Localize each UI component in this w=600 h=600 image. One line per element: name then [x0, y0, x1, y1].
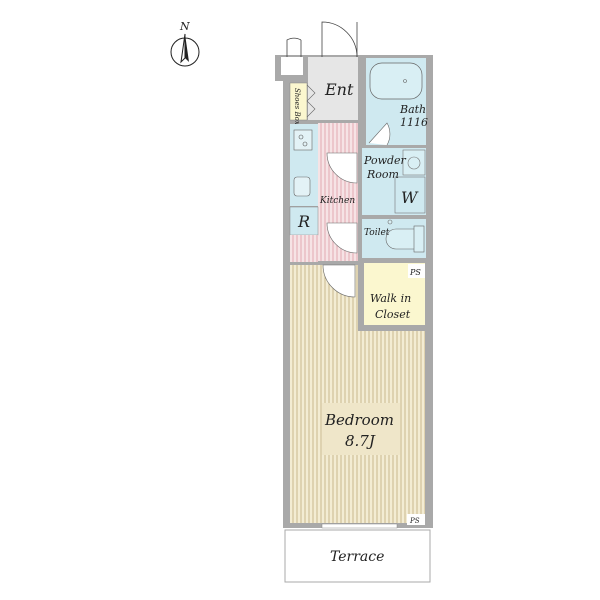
bedroom-door[interactable] [322, 264, 356, 298]
kitchen-label: Kitchen [319, 196, 355, 206]
shoes-box-label: Shoes Box [293, 88, 301, 125]
sink-icon [402, 149, 426, 176]
terrace [284, 529, 431, 583]
toilet-door[interactable] [326, 222, 358, 254]
closet-label-1: Walk in [370, 292, 411, 305]
bedroom-label: Bedroom [324, 411, 394, 429]
refrigerator-label: R [297, 212, 310, 231]
toilet-icon [385, 219, 425, 253]
pipe-space-top-label: PS [409, 268, 421, 277]
stove-icon [293, 129, 313, 151]
washer-space [394, 176, 426, 214]
powder-room-label-2: Room [366, 168, 399, 181]
bath-label: Bath [399, 103, 426, 116]
entrance-label: Ent [324, 80, 354, 99]
bedroom-size: 8.7J [345, 432, 376, 450]
pipe-space-bottom [407, 514, 425, 525]
closet-label-2: Closet [375, 308, 411, 321]
washer-label: W [401, 188, 419, 207]
bath-door[interactable] [368, 122, 391, 146]
compass-label: N [179, 20, 190, 33]
shoes-box [289, 82, 308, 121]
bathtub-icon [369, 62, 423, 100]
pipe-space-bottom-label: PS [409, 517, 420, 525]
kitchen-sink-icon [293, 176, 311, 197]
terrace-window[interactable] [321, 523, 398, 529]
entrance-door[interactable] [286, 21, 358, 58]
north-arrow-icon: N [170, 20, 200, 67]
powder-room-label-1: Powder [363, 154, 407, 167]
room-entrance [308, 57, 358, 120]
pipe-space-top [408, 264, 425, 278]
toilet-label: Toilet [364, 228, 390, 238]
kitchen-door[interactable] [326, 152, 358, 184]
terrace-label: Terrace [330, 549, 384, 565]
bath-size: 1116 [400, 116, 428, 129]
